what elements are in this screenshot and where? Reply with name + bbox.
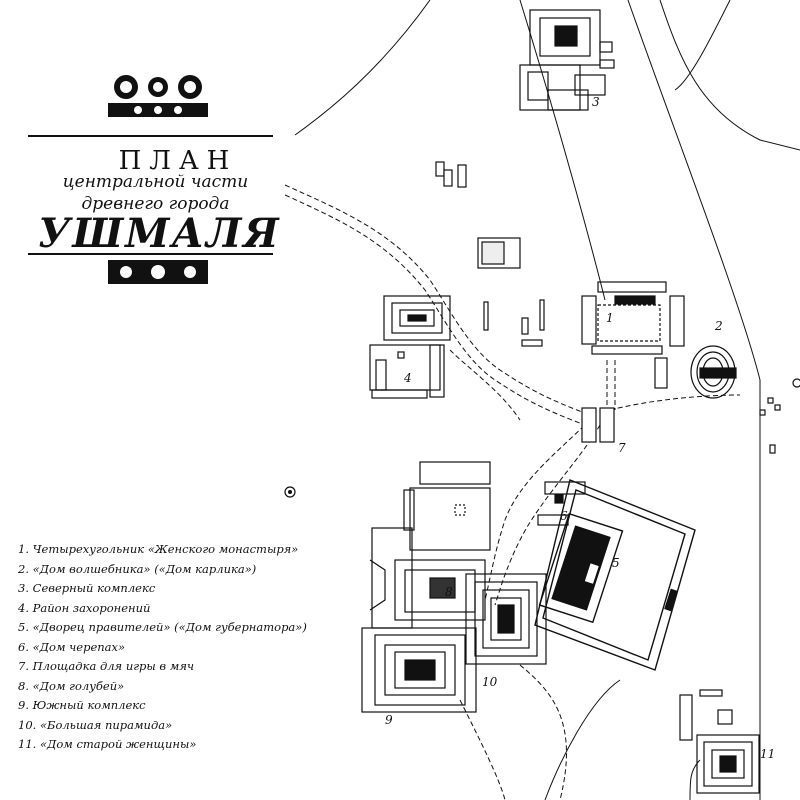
- title-rule-top: [28, 135, 273, 137]
- marker-circle: [284, 486, 296, 498]
- map-label-6: 6: [560, 509, 568, 523]
- structure-great-pyramid: [465, 573, 547, 665]
- title-block: ПЛАН центральной части древнего города У…: [28, 60, 281, 290]
- map-label-8: 8: [445, 585, 453, 599]
- legend-item: 10. «Большая пирамида»: [18, 717, 173, 732]
- map-label-7: 7: [618, 441, 626, 455]
- map-label-5: 5: [612, 556, 620, 570]
- structure-magician-pyramid: [690, 345, 800, 454]
- road-line: [544, 679, 621, 800]
- ornament-bottom: [108, 260, 208, 284]
- legend-item: 3. Северный комплекс: [18, 581, 156, 595]
- legend-item: 6. «Дом черепах»: [18, 639, 126, 654]
- title-subtitle-1: центральной части: [62, 172, 249, 192]
- title-city: УШМАЛЯ: [38, 210, 281, 257]
- path-dashed: [606, 360, 616, 410]
- structure-north-complex: [519, 9, 615, 111]
- legend-item: 8. «Дом голубей»: [18, 678, 125, 693]
- title-subtitle-2: древнего города: [81, 194, 230, 214]
- road-line: [519, 0, 606, 301]
- road-line: [294, 0, 431, 136]
- legend-item: 4. Район захоронений: [18, 600, 151, 615]
- path-dashed: [519, 664, 567, 800]
- structure-nunnery-quadrangle: [483, 281, 685, 389]
- path-dashed: [449, 349, 521, 421]
- path-dashed: [284, 184, 591, 416]
- path-dashed: [284, 194, 586, 426]
- map-label-1: 1: [606, 311, 614, 325]
- path-dashed: [609, 394, 741, 411]
- map-label-9: 9: [385, 713, 393, 727]
- road-line: [627, 0, 761, 800]
- marker-circle: [288, 490, 292, 494]
- road-line: [674, 0, 731, 91]
- map-label-3: 3: [592, 95, 600, 109]
- road-line: [659, 0, 800, 151]
- structure-ball-court: [581, 407, 615, 443]
- path-dashed: [484, 419, 591, 601]
- path-dashed: [494, 424, 601, 606]
- legend-list: 1. Четырехугольник «Женского монастыря» …: [18, 540, 358, 755]
- structure-cemetery-group: [369, 295, 451, 399]
- structure-small-north: [435, 161, 521, 269]
- road-line: [689, 759, 701, 800]
- legend-item: 5. «Дворец правителей» («Дом губернатора…: [18, 620, 307, 634]
- structure-south-group: [361, 461, 491, 713]
- legend-item: 1. Четырехугольник «Женского монастыря»: [18, 542, 299, 556]
- structure-governors-palace: [534, 479, 696, 671]
- legend-item: 7. Площадка для игры в мяч: [18, 659, 195, 673]
- path-dashed: [459, 699, 506, 800]
- map-label-4: 4: [403, 371, 412, 385]
- map-label-11: 11: [760, 747, 775, 761]
- legend-item: 2. «Дом волшебника» («Дом карлика»): [18, 561, 257, 576]
- structure-old-woman-pyramid: [679, 689, 760, 794]
- title-plan: ПЛАН: [118, 146, 238, 176]
- ornament-top: [108, 75, 208, 117]
- map-label-10: 10: [482, 675, 498, 689]
- legend-item: 9. Южный комплекс: [18, 698, 146, 712]
- map-label-2: 2: [714, 319, 723, 333]
- legend-item: 11. «Дом старой женщины»: [18, 737, 197, 751]
- title-rule-bottom: [28, 253, 273, 255]
